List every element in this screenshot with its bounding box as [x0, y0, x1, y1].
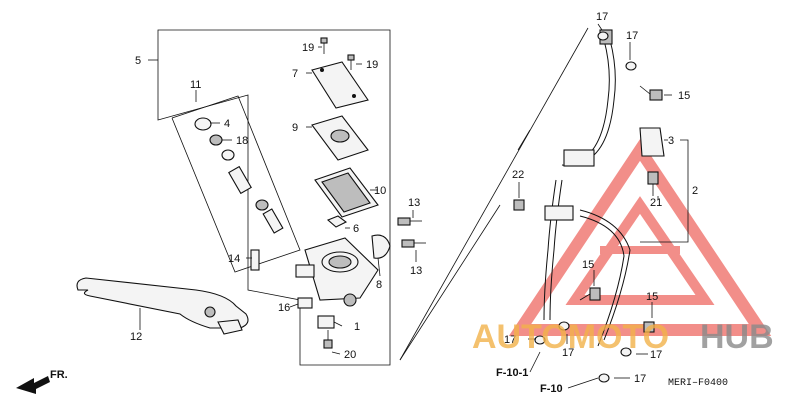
- callout-19b: 19: [366, 59, 378, 71]
- callout-17b: 17: [626, 30, 638, 42]
- reservoir-cap-7: [311, 61, 369, 109]
- holder-8: [371, 234, 391, 259]
- watermark-text: AUTOMOTO HUB: [472, 318, 774, 356]
- callout-16: 16: [278, 302, 290, 314]
- callout-1: 1: [354, 321, 360, 333]
- bracket-3: [639, 127, 665, 157]
- piston-kit-parts: [194, 117, 284, 234]
- callout-22: 22: [512, 169, 524, 181]
- brake-lever-12: [76, 277, 249, 335]
- callout-19a: 19: [302, 42, 314, 54]
- watermark-logo: [508, 139, 772, 336]
- hose-joint: [544, 149, 595, 221]
- callout-11: 11: [190, 79, 201, 91]
- bolt-21: [647, 171, 659, 196]
- callout-15c: 15: [646, 291, 658, 303]
- callout-12: 12: [130, 331, 142, 343]
- upper-brake-hose: [561, 29, 616, 166]
- callout-21: 21: [650, 197, 662, 209]
- callout-13a: 13: [408, 197, 420, 209]
- master-cylinder-1: [295, 237, 379, 307]
- diaphragm-plate-9: [311, 115, 369, 161]
- callout-17f: 17: [634, 373, 646, 385]
- diagram-code: MERI–F0400: [668, 378, 728, 389]
- front-direction-label: FR.: [50, 369, 68, 381]
- lower-brake-hose-right: [579, 209, 631, 347]
- callout-2: 2: [692, 185, 698, 197]
- callout-14: 14: [228, 253, 240, 265]
- callout-10: 10: [374, 185, 386, 197]
- callout-9: 9: [292, 122, 298, 134]
- screw-19b: [347, 54, 355, 70]
- watermark-text-a: AUTOMOTO: [472, 318, 669, 356]
- bolt-13b: [401, 239, 426, 248]
- switch-16: [297, 297, 313, 309]
- callout-5: 5: [135, 55, 141, 67]
- callout-15b: 15: [582, 259, 594, 271]
- pivot-bolt-14: [250, 249, 260, 271]
- callout-18: 18: [236, 135, 248, 147]
- bolt-20: [323, 330, 333, 349]
- bolt-15c: [643, 321, 655, 333]
- callout-6: 6: [353, 223, 359, 235]
- callout-8: 8: [376, 279, 382, 291]
- callout-17d: 17: [562, 347, 574, 359]
- callout-4: 4: [224, 118, 230, 130]
- screw-19a: [320, 37, 328, 54]
- front-arrow-icon: [16, 376, 50, 394]
- bolt-15a: [639, 85, 663, 101]
- reference-f-10-1: F-10-1: [496, 367, 528, 379]
- callout-7: 7: [292, 68, 298, 80]
- hose-boundary: [399, 27, 689, 361]
- bolt-15b: [579, 287, 601, 301]
- leader-lines: [139, 23, 672, 379]
- reference-f-10: F-10: [540, 383, 563, 395]
- diaphragm-10: [314, 167, 379, 218]
- bolt-13a: [397, 217, 422, 226]
- switch-1b: [317, 315, 335, 329]
- callout-15a: 15: [678, 90, 690, 102]
- washers-17: [534, 31, 637, 383]
- callout-17c: 17: [504, 334, 516, 346]
- callout-17e: 17: [650, 349, 662, 361]
- kit-boundary: [171, 95, 301, 273]
- callout-20: 20: [344, 349, 356, 361]
- callout-13b: 13: [410, 265, 422, 277]
- callout-3: 3: [668, 135, 674, 147]
- callout-labels: 5 11 4 18 14 12 19 19 7 9 10 6 8 13 13 1…: [130, 11, 698, 385]
- callout-17a: 17: [596, 11, 608, 23]
- watermark-text-b: HUB: [700, 318, 774, 356]
- lower-brake-hose-left: [543, 179, 563, 321]
- bolt-22: [513, 199, 525, 211]
- clip-6: [326, 215, 348, 228]
